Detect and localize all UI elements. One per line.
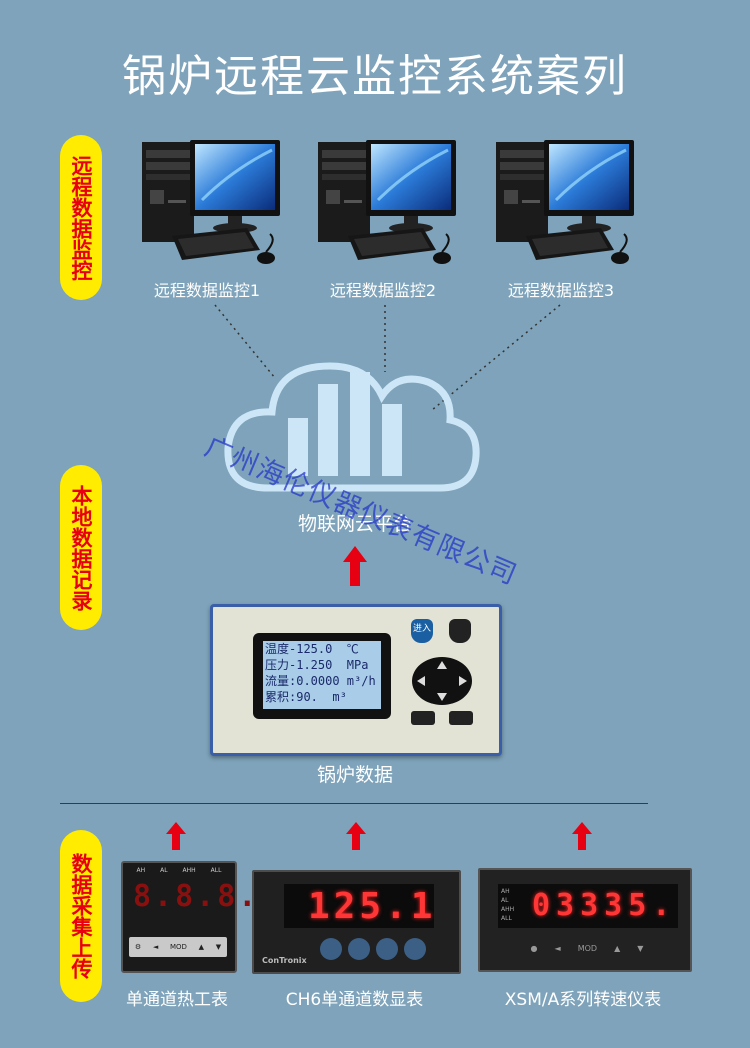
indicator-label: AH [501, 888, 510, 895]
link-line-1 [214, 304, 276, 379]
section-pill-local: 本地数据记录 [60, 465, 102, 630]
lcd-line-4: 累积:90. m³ [265, 690, 347, 704]
down-button[interactable]: ▼ [637, 943, 644, 953]
segment-display: 03335. [532, 888, 677, 923]
mod-button[interactable]: MOD [577, 943, 598, 953]
down-button[interactable]: ▼ [215, 943, 222, 951]
indicator-column: AH AL AHH ALL [501, 887, 514, 923]
indicator-label: AL [501, 897, 509, 904]
lcd-line-1: 温度-125.0 ℃ [265, 642, 359, 656]
indicator-label: AH [136, 867, 146, 874]
left-button[interactable]: ◄ [554, 943, 561, 953]
left-button[interactable]: ◄ [152, 943, 159, 951]
function-button-1[interactable] [411, 711, 435, 725]
recorder-label: 锅炉数据 [316, 764, 393, 786]
network-diagram [140, 138, 636, 492]
boiler-data-recorder: 温度-125.0 ℃ 压力-1.250 MPa 流量:0.0000 m³/h 累… [210, 604, 502, 756]
indicator-label: AHH [182, 867, 196, 874]
arrow-up-icon [166, 822, 186, 850]
indicator-label: AL [160, 867, 168, 874]
mod-button[interactable]: MOD [169, 943, 187, 951]
function-button-2[interactable] [449, 711, 473, 725]
ch6-digital-display-meter: 125.1 ConTronix [252, 870, 461, 974]
arrow-up-icon [343, 546, 367, 586]
arrow-up-icon [346, 822, 366, 850]
computer-label-2: 远程数据监控2 [329, 281, 437, 300]
up-button[interactable]: ▲ [198, 943, 205, 951]
set-button[interactable]: ● [530, 943, 538, 953]
button-row: ● ◄ MOD ▲ ▼ [522, 940, 652, 956]
lcd-line-2: 压力-1.250 MPa [265, 658, 369, 672]
button-round-4[interactable] [404, 938, 426, 960]
lcd-screen: 温度-125.0 ℃ 压力-1.250 MPa 流量:0.0000 m³/h 累… [263, 641, 381, 709]
link-line-3 [431, 304, 561, 411]
lcd-line-3: 流量:0.0000 m³/h [265, 674, 376, 688]
computer-2 [316, 138, 458, 266]
single-channel-thermal-meter: AH AL AHH ALL 8.8.8.8 ⚙ ◄ MOD ▲ ▼ [121, 861, 277, 973]
computer-label-3: 远程数据监控3 [507, 281, 615, 300]
button-round-1[interactable] [320, 938, 342, 960]
enter-button[interactable]: 进入 [411, 619, 433, 643]
back-button[interactable] [449, 619, 471, 643]
set-button[interactable]: ⚙ [134, 943, 142, 951]
button-row: ⚙ ◄ MOD ▲ ▼ [129, 937, 227, 957]
instrument-label-2: CH6单通道数显表 [285, 990, 424, 1010]
brand-logo: ConTronix [262, 956, 307, 965]
section-pill-remote: 远程数据监控 [60, 135, 102, 300]
computer-label-1: 远程数据监控1 [153, 281, 261, 300]
segment-display: 125.1 [308, 886, 437, 927]
arrow-up-icon [572, 822, 592, 850]
lcd-bezel: 温度-125.0 ℃ 压力-1.250 MPa 流量:0.0000 m³/h 累… [253, 633, 391, 719]
dpad-icon[interactable] [409, 655, 475, 707]
button-round-3[interactable] [376, 938, 398, 960]
page-title: 锅炉远程云监控系统案列 [122, 51, 628, 102]
cloud-icon [224, 362, 480, 492]
up-button[interactable]: ▲ [614, 943, 621, 953]
indicator-label: ALL [210, 867, 222, 874]
indicator-label: AHH [501, 906, 515, 913]
indicator-label: ALL [501, 915, 512, 922]
section-divider [60, 803, 648, 804]
section-pill-upload: 数据采集上传 [60, 830, 102, 1002]
computer-3 [494, 138, 636, 266]
instrument-label-1: 单通道热工表 [126, 990, 228, 1010]
display-window: 125.1 [284, 884, 434, 928]
indicator-row: AH AL AHH ALL [129, 867, 229, 877]
cloud-label: 物联网云平台 [297, 513, 412, 535]
display-window: AH AL AHH ALL 03335. [498, 884, 678, 928]
computer-1 [140, 138, 282, 266]
xsm-speed-meter: AH AL AHH ALL 03335. ● ◄ MOD ▲ ▼ [478, 868, 692, 972]
button-round-2[interactable] [348, 938, 370, 960]
instrument-label-3: XSM/A系列转速仪表 [504, 990, 662, 1010]
